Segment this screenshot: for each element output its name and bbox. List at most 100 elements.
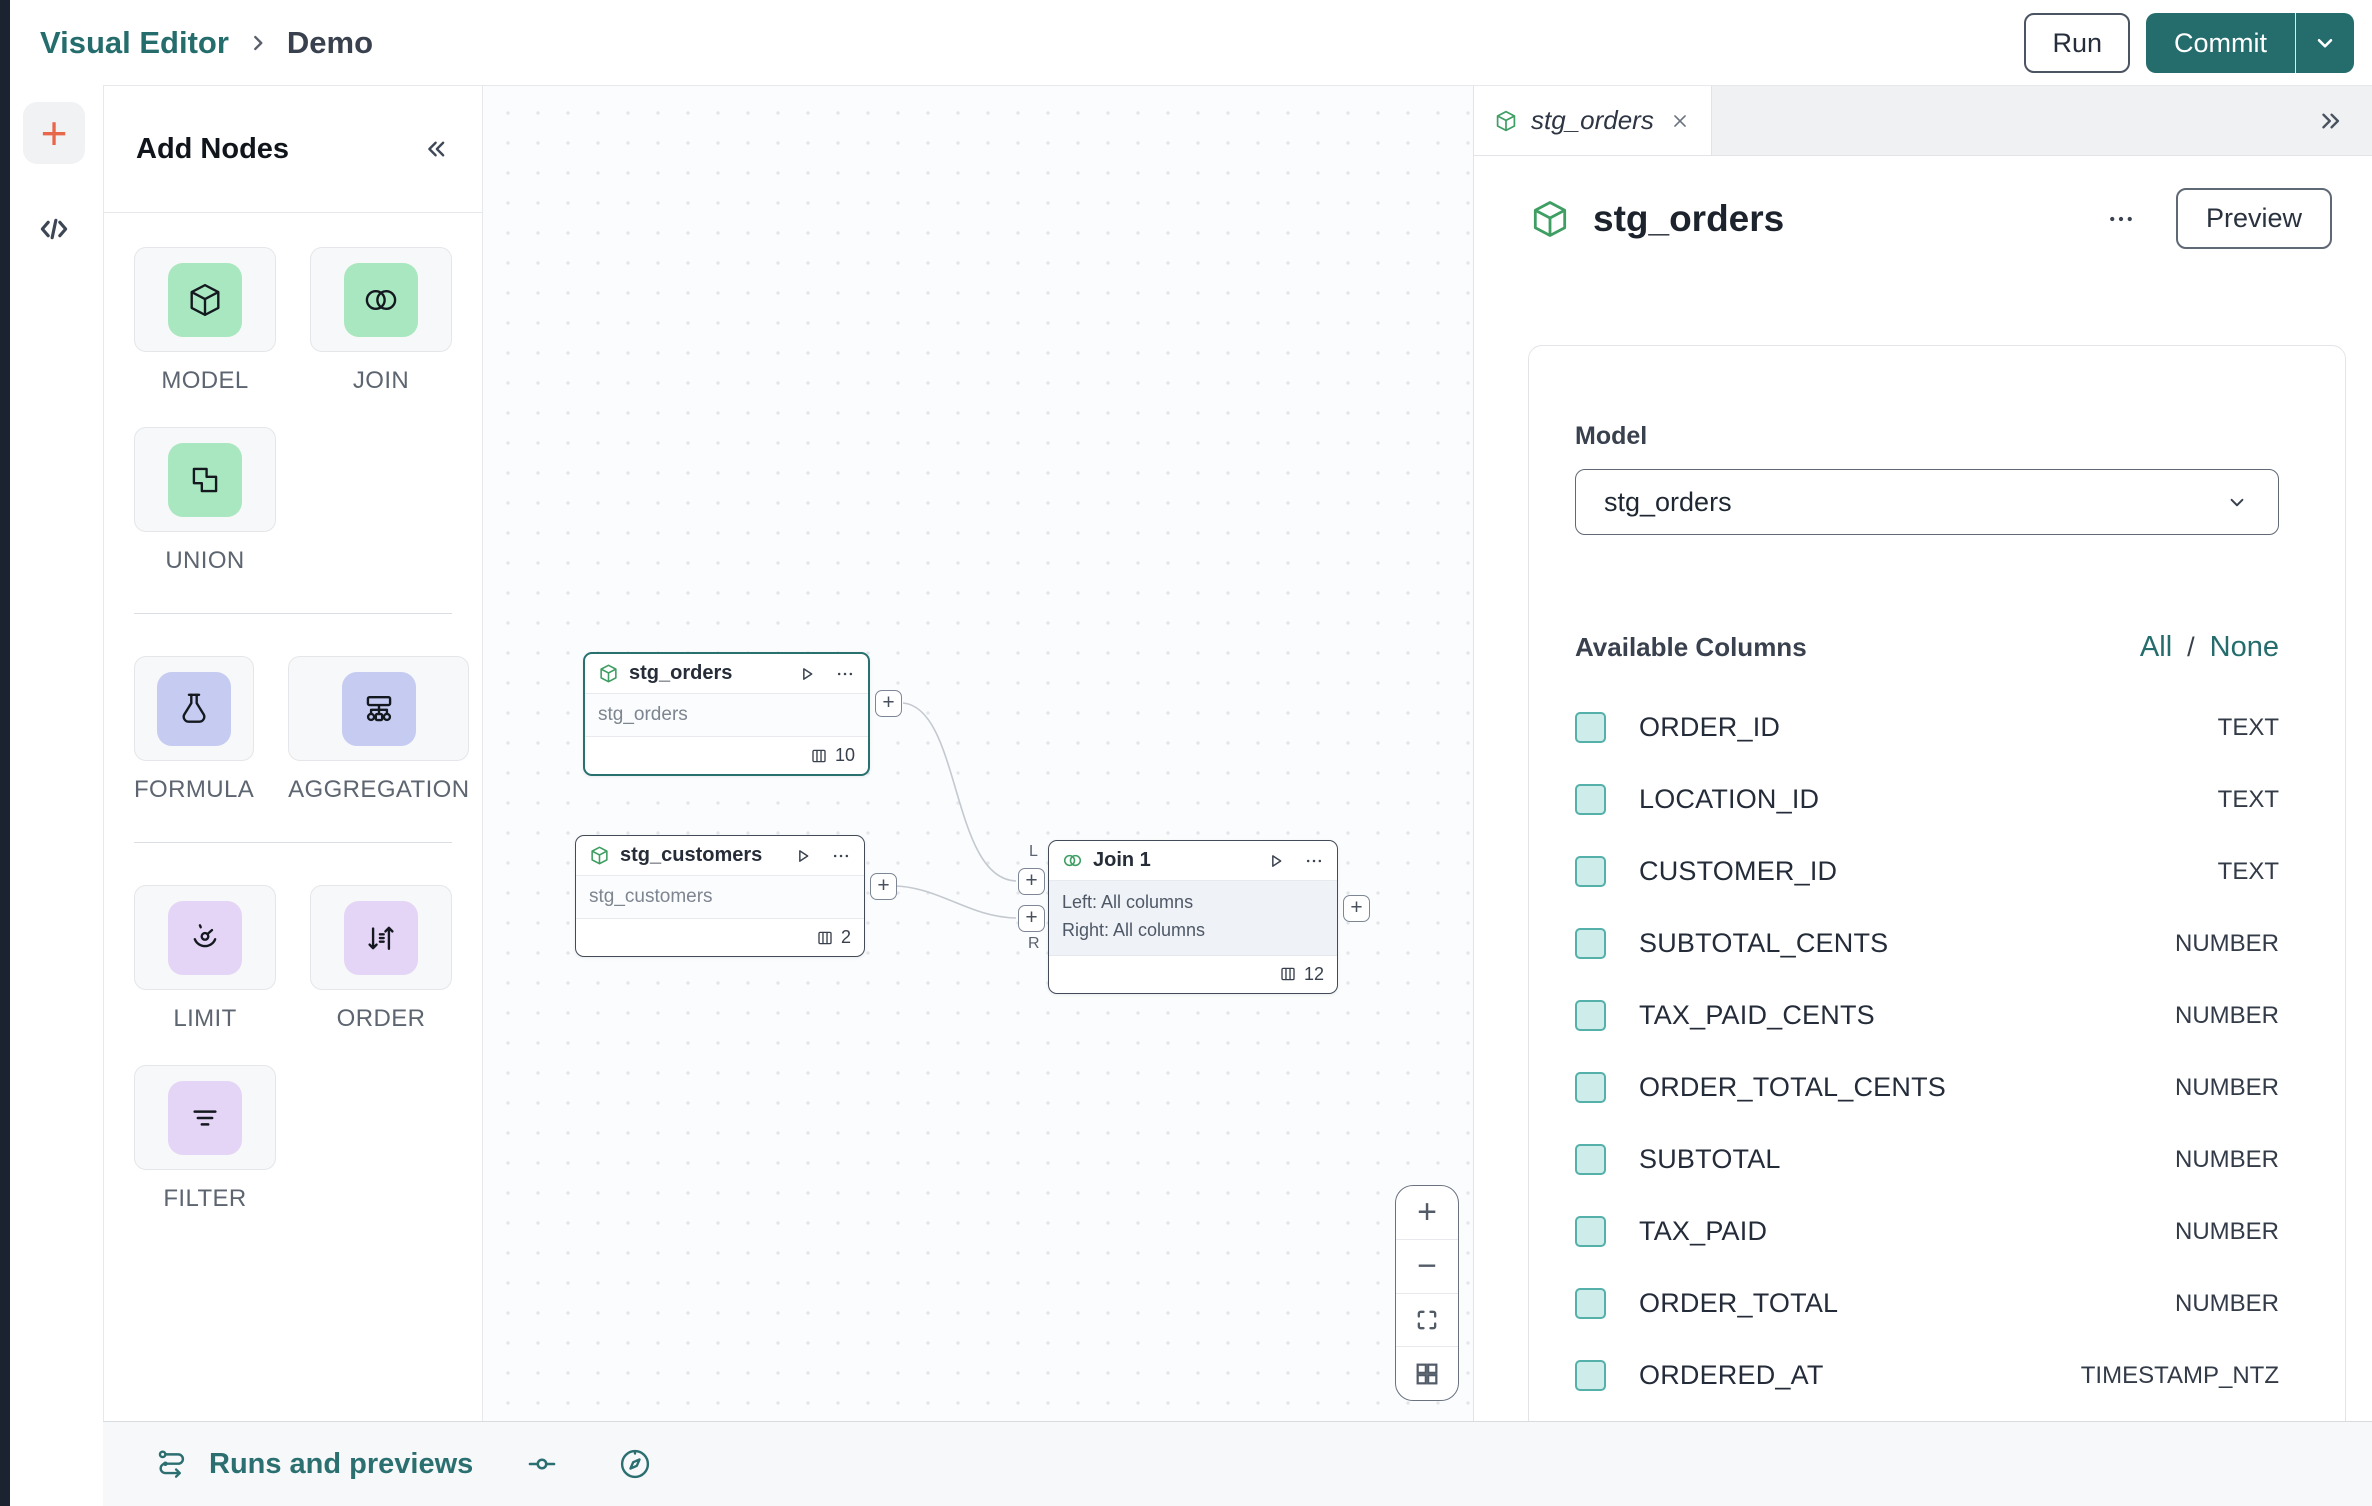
plus-icon: + <box>41 110 68 156</box>
column-name: LOCATION_ID <box>1639 784 1819 815</box>
join-left-port-button[interactable]: + <box>1018 868 1045 895</box>
column-checkbox[interactable] <box>1575 1072 1606 1103</box>
dag-canvas[interactable]: stg_orders stg_orders 10 stg_customers <box>483 86 1473 1421</box>
column-checkbox[interactable] <box>1575 1360 1606 1391</box>
preview-button[interactable]: Preview <box>2176 188 2332 249</box>
columns-icon <box>810 747 828 765</box>
cube-icon <box>186 281 224 319</box>
canvas-node-stg-customers[interactable]: stg_customers stg_customers 2 <box>575 835 865 957</box>
column-name: ORDER_TOTAL <box>1639 1288 1838 1319</box>
join-icon <box>362 281 400 319</box>
node-menu-button[interactable] <box>1304 851 1324 871</box>
breadcrumb-chevron-icon <box>245 30 271 56</box>
column-row: ORDER_TOTAL_CENTS NUMBER <box>1575 1064 2279 1111</box>
cube-icon <box>589 845 610 866</box>
column-checkbox[interactable] <box>1575 1144 1606 1175</box>
node-model-ref: stg_customers <box>576 876 864 919</box>
cube-icon <box>1494 109 1518 133</box>
node-menu-button[interactable] <box>831 846 851 866</box>
node-type-union[interactable]: UNION <box>134 427 276 575</box>
chevrons-left-icon <box>420 134 450 164</box>
column-name: SUBTOTAL_CENTS <box>1639 928 1888 959</box>
column-count-value: 10 <box>835 745 855 766</box>
zoom-out-button[interactable]: − <box>1396 1240 1458 1294</box>
model-field-label: Model <box>1575 422 2279 451</box>
add-node-rail-button[interactable]: + <box>23 102 85 164</box>
breadcrumb-visual-editor[interactable]: Visual Editor <box>40 25 229 61</box>
column-type: NUMBER <box>2175 930 2279 958</box>
select-all-link[interactable]: All <box>2140 631 2172 664</box>
columns-list: ORDER_ID TEXT LOCATION_ID TEXT CUSTOMER_… <box>1575 704 2279 1399</box>
join-icon <box>1062 850 1083 871</box>
cube-icon <box>1529 198 1571 240</box>
expand-panel-button[interactable] <box>2290 86 2372 155</box>
column-row: ORDER_ID TEXT <box>1575 704 2279 751</box>
select-none-link[interactable]: None <box>2210 631 2279 664</box>
canvas-node-join-1[interactable]: Join 1 Left: All columns Right: All colu… <box>1048 840 1338 994</box>
minus-icon: − <box>1417 1249 1437 1283</box>
fit-view-button[interactable] <box>1396 1294 1458 1348</box>
commit-button[interactable]: Commit <box>2146 13 2296 73</box>
group-divider <box>134 842 452 843</box>
node-type-limit[interactable]: LIMIT <box>134 885 276 1033</box>
node-config-card: Model stg_orders Available Columns All /… <box>1528 345 2346 1421</box>
node-menu-button[interactable] <box>835 664 855 684</box>
select-links-slash: / <box>2187 632 2195 663</box>
sort-icon <box>362 919 400 957</box>
node-type-aggregation[interactable]: AGGREGATION <box>288 656 469 804</box>
compass-icon[interactable] <box>617 1446 653 1482</box>
column-type: NUMBER <box>2175 1002 2279 1030</box>
commit-slider-icon[interactable] <box>525 1447 559 1481</box>
column-checkbox[interactable] <box>1575 1000 1606 1031</box>
node-column-count: 2 <box>576 919 864 956</box>
zoom-in-button[interactable]: + <box>1396 1186 1458 1240</box>
close-tab-button[interactable] <box>1669 110 1691 132</box>
join-left-port-label: L <box>1029 843 1038 861</box>
run-node-button[interactable] <box>797 664 817 684</box>
ellipsis-icon <box>2106 204 2136 234</box>
run-button[interactable]: Run <box>2024 13 2130 73</box>
node-type-formula[interactable]: FORMULA <box>134 656 254 804</box>
column-name: SUBTOTAL <box>1639 1144 1781 1175</box>
add-downstream-node-button[interactable]: + <box>1343 895 1370 922</box>
collapse-panel-button[interactable] <box>420 134 450 164</box>
canvas-node-stg-orders[interactable]: stg_orders stg_orders 10 <box>583 652 870 776</box>
column-row: CUSTOMER_ID TEXT <box>1575 848 2279 895</box>
run-node-button[interactable] <box>793 846 813 866</box>
node-column-count: 12 <box>1049 956 1337 993</box>
add-downstream-node-button[interactable]: + <box>870 873 897 900</box>
tab-stg-orders[interactable]: stg_orders <box>1474 86 1712 155</box>
commit-dropdown-button[interactable] <box>2296 13 2354 73</box>
column-checkbox[interactable] <box>1575 1216 1606 1247</box>
column-checkbox[interactable] <box>1575 712 1606 743</box>
run-node-button[interactable] <box>1266 851 1286 871</box>
column-checkbox[interactable] <box>1575 928 1606 959</box>
column-checkbox[interactable] <box>1575 784 1606 815</box>
node-type-join[interactable]: JOIN <box>310 247 452 395</box>
add-downstream-node-button[interactable]: + <box>875 690 902 717</box>
runs-icon <box>155 1447 189 1481</box>
runs-and-previews-toggle[interactable]: Runs and previews <box>155 1447 473 1481</box>
auto-layout-button[interactable] <box>1396 1347 1458 1400</box>
canvas-zoom-controls: + − <box>1395 1185 1459 1401</box>
column-checkbox[interactable] <box>1575 856 1606 887</box>
play-icon <box>793 846 813 866</box>
add-nodes-title: Add Nodes <box>136 133 420 166</box>
model-select[interactable]: stg_orders <box>1575 469 2279 535</box>
ellipsis-icon <box>1304 851 1324 871</box>
ellipsis-icon <box>831 846 851 866</box>
node-type-model[interactable]: MODEL <box>134 247 276 395</box>
node-type-filter[interactable]: FILTER <box>134 1065 276 1213</box>
code-view-button[interactable] <box>28 206 80 252</box>
node-type-order[interactable]: ORDER <box>310 885 452 1033</box>
commit-split-button: Commit <box>2146 13 2354 73</box>
join-right-port-button[interactable]: + <box>1018 905 1045 932</box>
column-count-value: 2 <box>841 927 851 948</box>
column-row: ORDER_TOTAL NUMBER <box>1575 1280 2279 1327</box>
column-row: TAX_PAID_CENTS NUMBER <box>1575 992 2279 1039</box>
play-icon <box>1266 851 1286 871</box>
panel-menu-button[interactable] <box>2106 204 2136 234</box>
add-nodes-panel: Add Nodes MODEL JOIN UNION <box>103 86 483 1421</box>
node-title: stg_orders <box>629 662 779 685</box>
column-checkbox[interactable] <box>1575 1288 1606 1319</box>
